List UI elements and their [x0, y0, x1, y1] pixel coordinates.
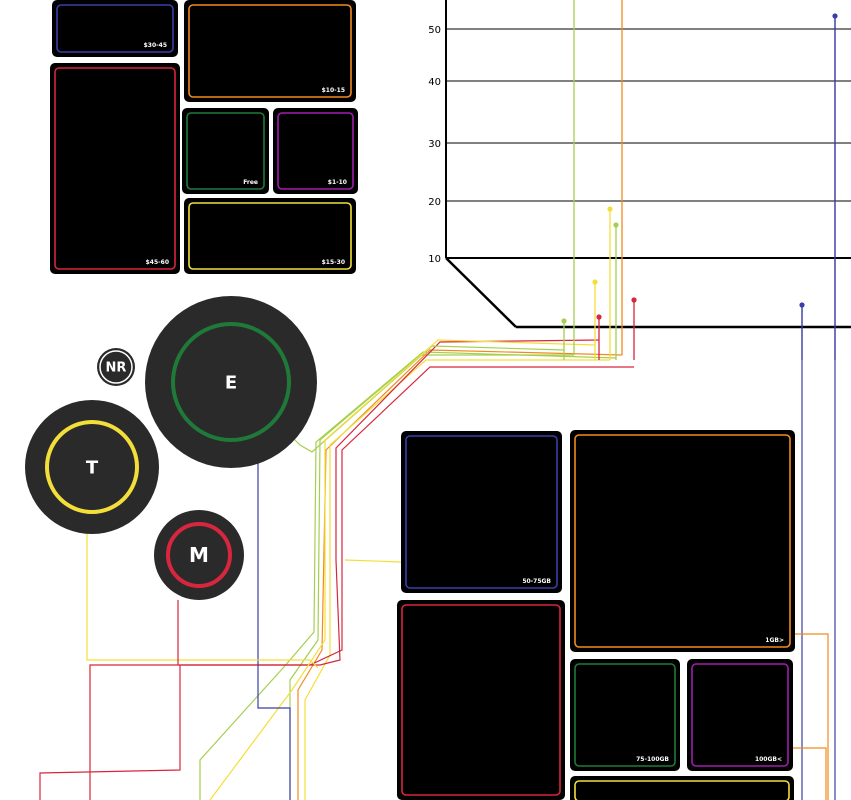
connector-line — [289, 354, 574, 800]
connector-line — [86, 530, 319, 669]
connector-line — [284, 345, 565, 453]
bubble-label: M — [189, 543, 209, 567]
connector-line — [297, 349, 623, 800]
size-tile — [570, 659, 680, 771]
y-tick-label: 50 — [428, 25, 441, 36]
connector-line — [257, 440, 291, 800]
price-tile-label: $45-60 — [146, 259, 169, 266]
price-tile-border — [188, 4, 352, 98]
connector-line — [344, 559, 402, 563]
connector-line — [89, 339, 600, 800]
y-tick-label: 40 — [428, 77, 441, 88]
price-tile-label: Free — [243, 179, 258, 186]
size-tile-border — [574, 663, 676, 767]
size-tile-label: 1GB> — [765, 637, 784, 644]
stem-head — [592, 279, 598, 285]
bubble-ring — [45, 420, 139, 514]
bubble-ring — [99, 350, 133, 384]
size-tile-border — [574, 780, 790, 800]
connector-line — [199, 351, 617, 800]
size-tile — [397, 600, 565, 800]
stem-head — [613, 222, 619, 228]
stem-head — [596, 314, 602, 320]
stem-head — [799, 302, 805, 308]
stem-head — [631, 297, 637, 303]
size-treemap: 50-75GB 1GB> 75-100GB 100GB< — [397, 430, 795, 800]
connector-line — [304, 359, 610, 800]
stem-head — [561, 318, 567, 324]
bubble-label: T — [86, 457, 99, 478]
size-tile-border — [691, 663, 789, 767]
bubble-ring — [171, 322, 291, 442]
price-tile-border — [188, 202, 352, 270]
price-tile — [184, 0, 356, 102]
rating-bubbles: NR E T M — [25, 296, 317, 600]
bubble-label: NR — [106, 361, 127, 376]
price-tile-border — [54, 67, 176, 270]
y-tick-label: 10 — [428, 254, 441, 265]
bubble — [25, 400, 159, 534]
price-tile-border — [277, 112, 354, 190]
axis-diagonal — [445, 257, 517, 328]
lollipop-chart: 10 20 30 40 50 — [428, 0, 851, 360]
bubble-ring — [166, 522, 232, 588]
price-tile-label: $15-30 — [322, 259, 345, 266]
bubble — [97, 348, 135, 386]
price-tile-border — [56, 4, 174, 53]
bubble — [145, 296, 317, 468]
price-tile — [273, 108, 358, 194]
size-tile-label: 50-75GB — [522, 578, 551, 585]
price-tile — [52, 0, 178, 57]
bubble-label: E — [225, 372, 237, 393]
size-tile — [687, 659, 793, 771]
size-tile-label: 100GB< — [755, 756, 782, 763]
price-tile — [184, 198, 356, 274]
size-tile — [401, 431, 562, 593]
price-tile-label: $10-15 — [322, 87, 345, 94]
size-tile-border — [401, 604, 561, 796]
stem-head — [607, 206, 613, 212]
connector-line — [795, 633, 829, 800]
price-tile-border — [186, 112, 265, 190]
y-tick-label: 20 — [428, 197, 441, 208]
size-tile — [570, 776, 794, 800]
y-tick-label: 30 — [428, 139, 441, 150]
price-tile-label: $1-10 — [328, 179, 347, 186]
price-tile-label: $30-45 — [144, 42, 167, 49]
size-tile-border — [405, 435, 558, 589]
stem-head — [832, 13, 838, 19]
price-tile — [50, 63, 180, 274]
connector-line — [793, 747, 827, 800]
price-treemap: $30-45 $10-15 $45-60 Free $1-10 $15-30 — [50, 0, 358, 274]
size-tile-border — [574, 434, 791, 648]
size-tile-label: 75-100GB — [636, 756, 669, 763]
price-tile — [182, 108, 269, 194]
connector-routes — [39, 16, 836, 800]
size-tile — [570, 430, 795, 652]
